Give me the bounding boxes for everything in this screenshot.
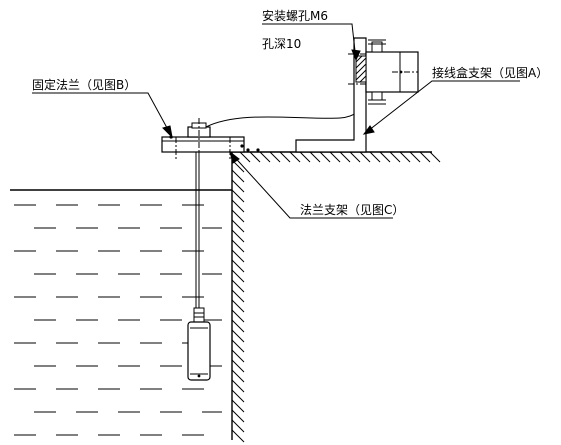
ground-hatch-line — [269, 151, 281, 163]
level-sensor — [187, 307, 211, 381]
wall-hatch-line — [231, 199, 245, 213]
ground-hatch-line — [399, 151, 411, 163]
wall-hatch-line — [231, 339, 245, 353]
ground-hatch-line — [419, 151, 431, 163]
wall-hatch-line — [231, 269, 245, 283]
wall-hatch-line — [231, 429, 245, 443]
label-junction-bracket: 接线盒支架（见图A） — [432, 65, 548, 80]
label-fixed-flange: 固定法兰（见图B） — [32, 77, 136, 92]
wall-hatch-line — [231, 309, 245, 323]
ground-hatch-line — [319, 151, 331, 163]
wall-hatch-line — [231, 329, 245, 343]
wall-hatch-line — [231, 379, 245, 393]
sensor-cable — [205, 97, 365, 128]
ground-hatch-line — [409, 151, 421, 163]
ground-hatch-line — [349, 151, 361, 163]
ground-hatch-line — [369, 151, 381, 163]
wall-hatch-line — [231, 229, 245, 243]
wall-hatch-line — [231, 389, 245, 403]
wall-hatch-line — [231, 349, 245, 363]
ground-surface — [232, 151, 441, 163]
ground-hatch-line — [339, 151, 351, 163]
ground-hatch-line — [259, 151, 271, 163]
junction-box-bracket — [295, 37, 372, 153]
wall-hatch-line — [231, 419, 245, 433]
wall-hatch-line — [231, 179, 245, 193]
ground-hatch-line — [279, 151, 291, 163]
flange-bracket — [161, 135, 260, 160]
ground-hatch-line — [299, 151, 311, 163]
wall-hatch-line — [231, 359, 245, 373]
leader-lines — [32, 23, 520, 219]
label-mount-screw: 安装螺孔M6 — [262, 8, 328, 23]
wall-hatch-line — [231, 399, 245, 413]
wall-hatch-line — [231, 169, 245, 183]
ground-hatch-line — [309, 151, 321, 163]
wall-hatch-line — [231, 289, 245, 303]
wall-hatch-line — [231, 239, 245, 253]
ground-hatch-line — [389, 151, 401, 163]
label-hole-depth: 孔深10 — [262, 37, 301, 51]
fixed-flange — [187, 118, 211, 160]
ground-hatch-line — [249, 151, 261, 163]
ground-hatch-line — [329, 151, 341, 163]
ground-hatch-line — [429, 151, 441, 163]
wall-hatch-line — [231, 249, 245, 263]
wall-hatch-line — [231, 219, 245, 233]
ground-hatch-line — [239, 151, 251, 163]
wall-hatch-line — [231, 369, 245, 383]
wall-hatch-line — [231, 279, 245, 293]
ground-hatch-line — [379, 151, 391, 163]
wall-hatch-line — [231, 259, 245, 273]
wall-hatch-line — [231, 209, 245, 223]
ground-hatch-line — [289, 151, 301, 163]
wall-hatch-line — [231, 299, 245, 313]
mount-screw-section — [355, 55, 367, 83]
wall-hatch-line — [231, 319, 245, 333]
wall-hatch-line — [231, 409, 245, 423]
wall-hatch-line — [231, 189, 245, 203]
junction-box — [365, 39, 419, 105]
label-flange-bracket: 法兰支架（见图C） — [300, 203, 404, 217]
channel-wall — [231, 152, 245, 443]
ground-hatch-line — [359, 151, 371, 163]
